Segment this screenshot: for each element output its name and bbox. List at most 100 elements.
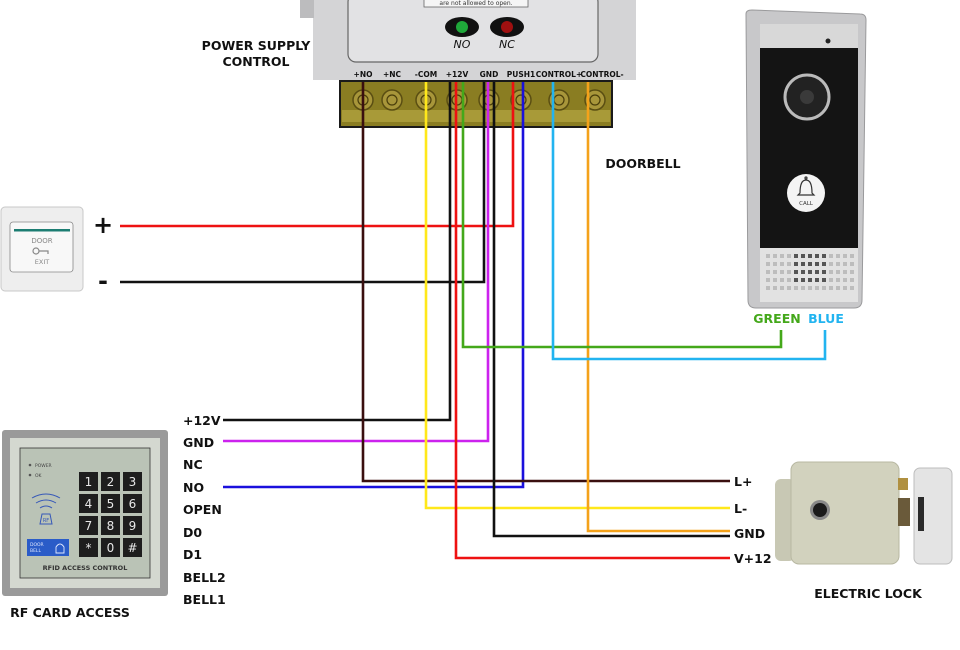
wire-lock-l-minus xyxy=(424,82,730,510)
doorbell-call-button[interactable] xyxy=(787,174,825,212)
speaker-hole xyxy=(843,278,847,282)
rf-pin-label: BELL2 xyxy=(183,570,226,585)
exit-button: DOOR EXIT xyxy=(0,206,84,292)
keypad-key[interactable] xyxy=(79,494,98,513)
speaker-hole xyxy=(843,270,847,274)
keypad-key-label: # xyxy=(127,541,137,555)
speaker-hole xyxy=(766,286,770,290)
speaker-hole xyxy=(815,254,819,258)
speaker-hole xyxy=(766,270,770,274)
speaker-hole xyxy=(794,254,798,258)
keypad-key-label: 6 xyxy=(129,497,137,511)
exit-button-face xyxy=(9,221,74,273)
speaker-hole xyxy=(829,286,833,290)
rf-power-label: POWER xyxy=(35,463,52,469)
speaker-hole xyxy=(787,278,791,282)
speaker-hole xyxy=(850,262,854,266)
rf-pin-label: NO xyxy=(183,480,204,495)
doorbell-call-label: CALL xyxy=(799,201,814,207)
door-bell-label2: BELL xyxy=(30,548,41,554)
speaker-hole xyxy=(815,286,819,290)
speaker-hole xyxy=(808,254,812,258)
keypad-key[interactable] xyxy=(79,472,98,491)
psu-mount-tab xyxy=(300,0,314,18)
door-bell-label1: DOOR xyxy=(30,542,44,548)
speaker-hole xyxy=(773,262,777,266)
speaker-hole xyxy=(822,262,826,266)
speaker-hole xyxy=(836,262,840,266)
speaker-hole xyxy=(836,254,840,258)
speaker-hole xyxy=(794,278,798,282)
keypad-key-label: 7 xyxy=(85,519,93,533)
psu-notice-text: are not allowed to open. xyxy=(439,0,512,7)
speaker-hole xyxy=(829,262,833,266)
keypad-key[interactable] xyxy=(123,472,142,491)
bell-icon xyxy=(796,176,816,196)
speaker-hole xyxy=(808,262,812,266)
keypad-key[interactable] xyxy=(101,538,120,557)
terminal-label-no: +NO xyxy=(354,70,373,79)
wire-rf-12v xyxy=(223,82,452,422)
speaker-hole xyxy=(843,286,847,290)
keypad-key-label: 2 xyxy=(107,475,115,489)
wire-doorbell-blue xyxy=(551,82,827,361)
lock-keyhole xyxy=(813,503,827,517)
keypad-key[interactable] xyxy=(101,472,120,491)
rf-tag-icon xyxy=(39,513,53,525)
speaker-hole xyxy=(766,262,770,266)
keypad-key[interactable] xyxy=(123,494,142,513)
wire-lock-v12 xyxy=(454,82,730,560)
speaker-hole xyxy=(794,262,798,266)
speaker-hole xyxy=(829,254,833,258)
terminal-screw-slot xyxy=(589,94,601,106)
rfid-wave-icon xyxy=(31,493,61,509)
keypad-key-label: 0 xyxy=(107,541,115,555)
led-no-icon xyxy=(456,21,468,33)
terminal-screw-slot xyxy=(515,94,527,106)
keypad-key[interactable] xyxy=(123,516,142,535)
keypad-key[interactable] xyxy=(101,516,120,535)
keypad-key[interactable] xyxy=(79,516,98,535)
speaker-hole xyxy=(801,286,805,290)
lock-pin-l-plus: L+ xyxy=(734,474,752,489)
rf-pin-label: D0 xyxy=(183,525,202,540)
wire-doorbell-green xyxy=(461,82,783,349)
wire-exit-plus-push1 xyxy=(120,82,515,228)
exit-plus-label: + xyxy=(93,211,113,239)
power-led-icon xyxy=(28,463,32,467)
door-bell-button[interactable] xyxy=(27,539,69,556)
speaker-hole xyxy=(822,270,826,274)
keypad-key[interactable] xyxy=(79,538,98,557)
speaker-hole xyxy=(766,278,770,282)
psu-title-line1: POWER SUPPLY xyxy=(202,38,312,53)
doorbell-unit: CALL xyxy=(745,9,867,309)
rf-pin-label: OPEN xyxy=(183,502,222,517)
lock-strike-plate xyxy=(913,467,953,565)
led-nc-label: NC xyxy=(499,38,515,51)
speaker-hole xyxy=(780,262,784,266)
keypad-key[interactable] xyxy=(101,494,120,513)
lock-strike-slot xyxy=(918,497,924,531)
speaker-hole xyxy=(801,270,805,274)
keypad-key-label: 1 xyxy=(85,475,93,489)
speaker-hole xyxy=(850,278,854,282)
speaker-hole xyxy=(822,286,826,290)
rf-panel-label: RFID ACCESS CONTROL xyxy=(43,564,128,572)
speaker-hole xyxy=(829,270,833,274)
led-nc-icon xyxy=(501,21,513,33)
wire-rf-gnd xyxy=(223,82,490,443)
wire-lock-l-plus xyxy=(361,82,730,483)
speaker-hole xyxy=(787,270,791,274)
terminal-label-control-plus: CONTROL+ xyxy=(536,70,583,79)
exit-button-door-text: DOOR xyxy=(31,237,52,245)
terminal-label-12v: +12V xyxy=(446,70,469,79)
speaker-hole xyxy=(801,262,805,266)
exit-button-exit-text: EXIT xyxy=(35,258,49,266)
speaker-hole xyxy=(773,254,777,258)
speaker-hole xyxy=(780,286,784,290)
electric-lock-title: ELECTRIC LOCK xyxy=(814,586,923,601)
keypad-key[interactable] xyxy=(123,538,142,557)
